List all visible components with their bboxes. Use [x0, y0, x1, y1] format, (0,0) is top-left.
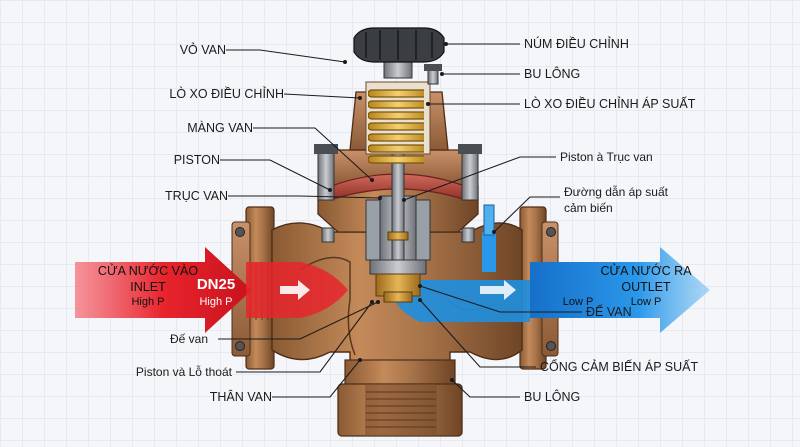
- spring-housing: [349, 64, 449, 164]
- label-lo-xo-dieu-chinh: LÒ XO ĐIỀU CHỈNH: [169, 86, 284, 101]
- label-bu-long-bottom: BU LÔNG: [524, 389, 580, 404]
- bonnet-assembly: [314, 144, 482, 303]
- outlet-subtitle: OUTLET: [621, 280, 671, 294]
- label-de-van-left: Đế van: [170, 332, 208, 346]
- inlet-pressure-text: High P: [131, 296, 164, 308]
- label-piston-lo-thoat: Piston và Lỗ thoát: [136, 364, 233, 379]
- label-mang-van: MÀNG VAN: [187, 120, 253, 135]
- inlet-flow-arrow: [75, 247, 348, 333]
- leader-lines: [218, 42, 582, 398]
- label-piston: PISTON: [174, 153, 220, 167]
- label-vo-van: VỎ VAN: [180, 42, 226, 57]
- label-piston-truc-van: Piston à Trục van: [560, 150, 653, 164]
- inlet-labels: CỬA NƯỚC VÀO INLET High P DN25 High P: [98, 263, 235, 308]
- label-duong-dan-1: Đường dẫn áp suất: [564, 184, 669, 199]
- outlet-title: CỬA NƯỚC RA: [600, 263, 692, 278]
- label-num-dieu-chinh: NÚM ĐIỀU CHỈNH: [524, 36, 629, 51]
- inlet-title: CỬA NƯỚC VÀO: [98, 263, 198, 278]
- label-cong-cam-bien: CỔNG CẢM BIẾN ÁP SUẤT: [540, 359, 698, 374]
- label-than-van: THÂN VAN: [210, 389, 272, 404]
- outlet-pressure-text: Low P: [631, 296, 662, 308]
- left-labels: VỎ VAN LÒ XO ĐIỀU CHỈNH MÀNG VAN PISTON …: [136, 42, 284, 404]
- label-de-van-right: ĐẾ VAN: [586, 304, 632, 319]
- outlet-pressure-badge: Low P: [563, 296, 594, 308]
- label-truc-van: TRỤC VAN: [165, 189, 228, 203]
- inlet-subtitle: INLET: [130, 280, 166, 294]
- dn-size-label: DN25: [197, 276, 235, 293]
- label-duong-dan-2: cảm biến: [564, 201, 613, 215]
- label-lo-xo-ap-suat: LÒ XO ĐIỀU CHỈNH ÁP SUẤT: [524, 96, 696, 111]
- right-labels: NÚM ĐIỀU CHỈNH BU LÔNG LÒ XO ĐIỀU CHỈNH …: [524, 36, 698, 404]
- outlet-labels: CỬA NƯỚC RA OUTLET Low P Low P: [563, 263, 693, 308]
- inlet-pressure-badge: High P: [199, 296, 232, 308]
- adjust-knob: [353, 27, 445, 79]
- label-bu-long-top: BU LÔNG: [524, 66, 580, 81]
